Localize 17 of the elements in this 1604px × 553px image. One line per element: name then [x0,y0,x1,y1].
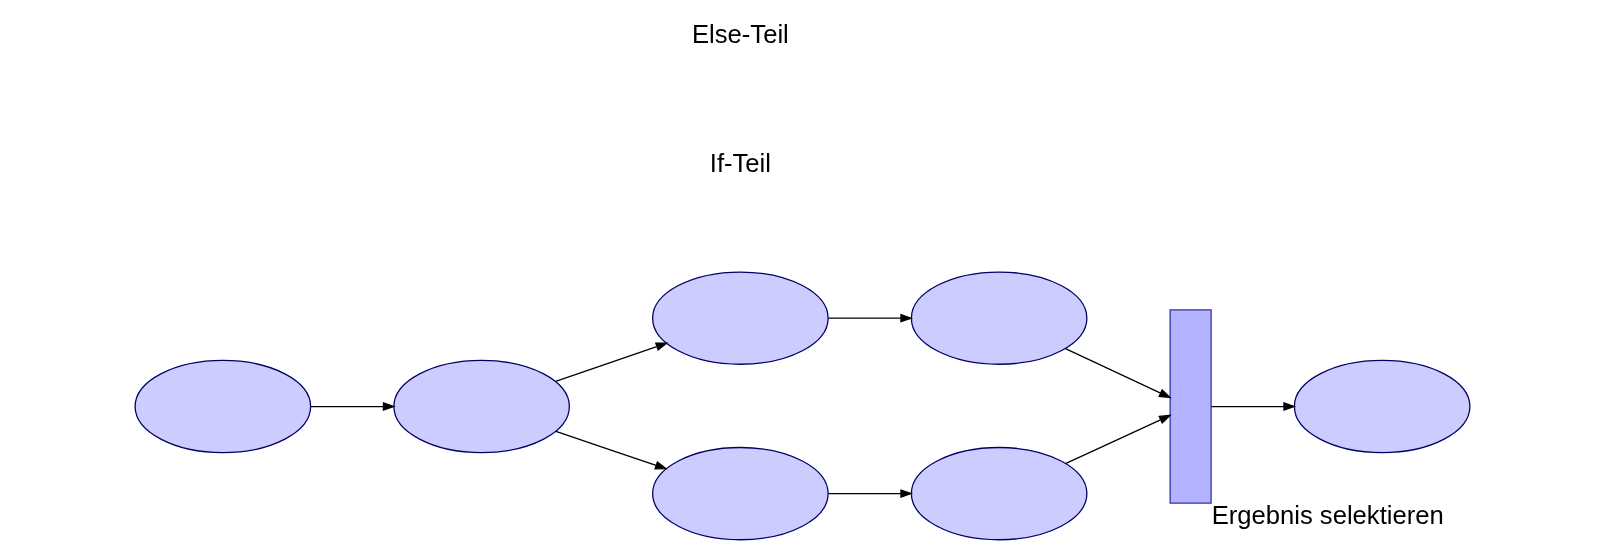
arrow [827,313,913,323]
node-ellipse [910,271,1087,365]
arrow [827,489,913,499]
node-label: Ergebnis selektieren [1211,500,1444,529]
arrow [1064,414,1172,465]
label: Else-Teil [691,19,789,48]
node-bar [1169,309,1212,504]
arrow [309,402,396,411]
arrow [1210,402,1296,411]
label: If-Teil [709,149,771,178]
node-ellipse [1293,359,1471,454]
node-ellipse [134,359,311,454]
arrow [1064,347,1172,399]
node-ellipse [392,359,570,454]
arrow [554,342,668,383]
node-ellipse [910,446,1087,541]
arrow [554,430,668,470]
